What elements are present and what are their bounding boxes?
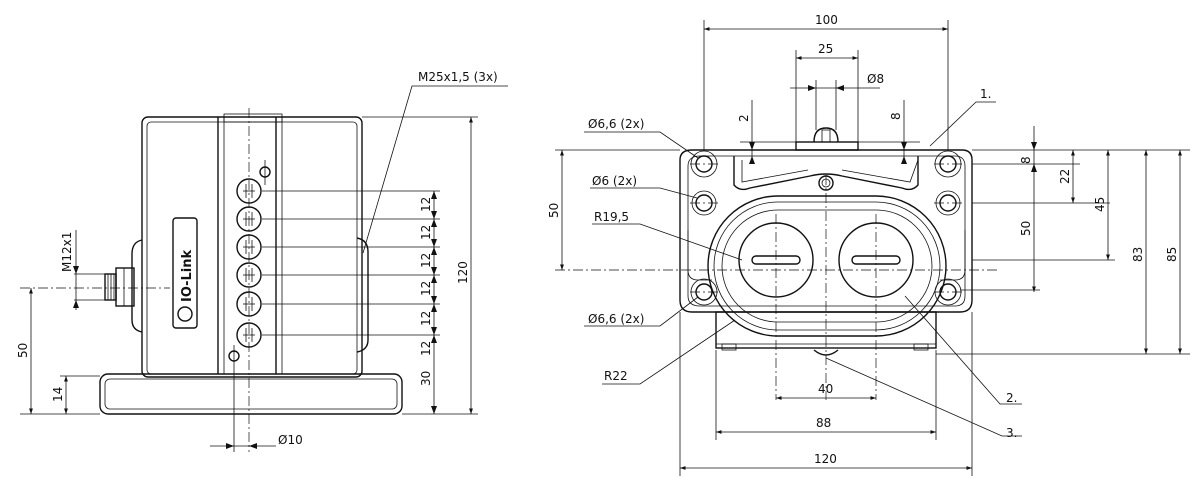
front-view: 100 25 Ø8 2 8 Ø6,6 (2x) Ø6 (2x) (547, 13, 1190, 476)
front-view-right-dimensions: 8 50 22 45 83 85 (936, 126, 1190, 355)
dim-height-120: 120 (456, 261, 470, 284)
dim-2: 2 (737, 114, 751, 122)
side-view-pitch-dimensions: 12 12 12 12 12 12 12 30 (262, 190, 440, 414)
side-view-left-dimensions: 50 14 (16, 288, 100, 415)
front-view-numbered-callouts: 1. 2. 3. (825, 87, 1022, 440)
pitch-dim-2: 12 (419, 225, 433, 240)
radius-22-label: R22 (604, 369, 628, 383)
pitch-dim-4: 12 (419, 281, 433, 296)
m12-connector-label: M12x1 (60, 232, 74, 272)
io-link-logo-text: IO-Link (180, 249, 195, 302)
dim-22: 22 (1058, 169, 1072, 184)
front-view-top-detail (733, 127, 919, 191)
pitch-dim-5: 12 (419, 311, 433, 326)
dim-88: 88 (816, 416, 831, 430)
callout-2: 2. (1006, 391, 1017, 405)
dim-40: 40 (818, 382, 833, 396)
dim-45: 45 (1093, 197, 1107, 212)
dim-50-left: 50 (547, 203, 561, 218)
hole-mid-label: Ø6 (2x) (592, 174, 637, 188)
side-view-housing (131, 113, 369, 378)
dim-83: 83 (1131, 247, 1145, 262)
side-view: IO-Link (16, 70, 508, 452)
m25-thread-callout: M25x1,5 (3x) (362, 70, 508, 254)
dim-8-right: 8 (1019, 156, 1033, 164)
dim-25: 25 (818, 42, 833, 56)
m25-thread-label: M25x1,5 (3x) (418, 70, 498, 84)
dim-120: 120 (814, 452, 837, 466)
radius-195-label: R19,5 (594, 210, 629, 224)
pitch-dim-6: 12 (419, 341, 433, 356)
hole-dia-dimension: Ø10 (210, 433, 303, 449)
callout-1: 1. (980, 87, 991, 101)
m12-callout: M12x1 (60, 230, 105, 310)
hole-top-label: Ø6,6 (2x) (588, 117, 644, 131)
dim-50-connector: 50 (16, 343, 30, 358)
hole-bottom-label: Ø6,6 (2x) (588, 312, 644, 326)
dim-8-top: 8 (889, 112, 903, 120)
side-view-base-plate (99, 373, 403, 415)
dim-d8: Ø8 (867, 72, 884, 86)
dim-width-100: 100 (815, 13, 838, 27)
pitch-dim-3: 12 (419, 253, 433, 268)
bottom-dim-30: 30 (419, 371, 433, 386)
front-view-top-dimensions: 100 25 Ø8 2 8 (703, 13, 949, 164)
callout-3: 3. (1006, 426, 1017, 440)
front-view-left-callouts: Ø6,6 (2x) Ø6 (2x) R19,5 Ø6,6 (2x) R22 50 (547, 117, 743, 385)
side-view-height-dimension: 120 (362, 116, 478, 415)
front-view-bottom-dimensions: 40 88 120 (679, 312, 973, 476)
front-view-plate (679, 149, 973, 356)
dim-50-right: 50 (1019, 221, 1033, 236)
dim-hole-d10: Ø10 (278, 433, 303, 447)
dim-14-base: 14 (51, 387, 65, 402)
pitch-dim-1: 12 (419, 197, 433, 212)
io-link-logo: IO-Link (172, 217, 198, 329)
led-circle-column (228, 108, 271, 452)
m12-connector (104, 267, 135, 307)
dim-85: 85 (1165, 247, 1179, 262)
front-view-oval-housing (555, 175, 1000, 400)
